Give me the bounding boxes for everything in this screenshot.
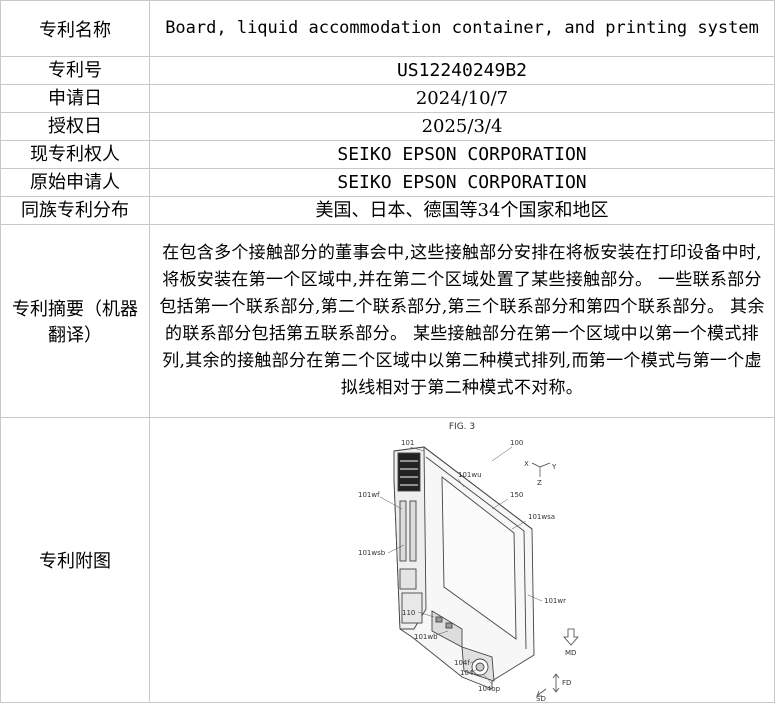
row-application-date: 申请日 2024/10/7 <box>0 84 775 113</box>
value-current-assignee: SEIKO EPSON CORPORATION <box>149 140 775 169</box>
ref-101wr: 101wr <box>544 597 566 605</box>
sd-fd-arrow-icon <box>536 673 560 697</box>
label-patent-number: 专利号 <box>0 56 150 85</box>
figure-title: FIG. 3 <box>449 422 475 432</box>
axis-y-label: Y <box>551 463 557 471</box>
row-patent-name: 专利名称 Board, liquid accommodation contain… <box>0 0 775 57</box>
label-family-distribution: 同族专利分布 <box>0 196 150 225</box>
label-abstract: 专利摘要（机器翻译） <box>0 224 150 418</box>
axis-z-label: Z <box>537 479 542 487</box>
row-patent-number: 专利号 US12240249B2 <box>0 56 775 85</box>
ref-104f: 104f <box>454 659 470 667</box>
md-arrow-icon <box>563 628 579 646</box>
value-patent-name: Board, liquid accommodation container, a… <box>149 0 775 57</box>
value-original-applicant: SEIKO EPSON CORPORATION <box>149 168 775 197</box>
patent-drawing: FIG. 3 <box>358 422 579 701</box>
ref-104: 104 <box>460 669 474 677</box>
ref-101: 101 <box>401 439 414 447</box>
ref-101wb: 101wb <box>414 633 438 641</box>
value-grant-date: 2025/3/4 <box>149 112 775 141</box>
ref-100: 100 <box>510 439 523 447</box>
row-family-distribution: 同族专利分布 美国、日本、德国等34个国家和地区 <box>0 196 775 225</box>
label-current-assignee: 现专利权人 <box>0 140 150 169</box>
value-patent-number: US12240249B2 <box>149 56 775 85</box>
label-sd: SD <box>536 695 546 701</box>
ref-101wsb: 101wsb <box>358 549 386 557</box>
axis-indicator <box>531 462 551 477</box>
value-family-distribution: 美国、日本、德国等34个国家和地区 <box>149 196 775 225</box>
row-current-assignee: 现专利权人 SEIKO EPSON CORPORATION <box>0 140 775 169</box>
ref-150: 150 <box>510 491 523 499</box>
axis-x-label: X <box>524 460 529 468</box>
ref-104op: 104op <box>478 685 501 693</box>
label-figure: 专利附图 <box>0 417 150 703</box>
label-grant-date: 授权日 <box>0 112 150 141</box>
row-abstract: 专利摘要（机器翻译） 在包含多个接触部分的董事会中,这些接触部分安排在将板安装在… <box>0 224 775 418</box>
row-grant-date: 授权日 2025/3/4 <box>0 112 775 141</box>
ref-101wu: 101wu <box>458 471 482 479</box>
ref-101wsa: 101wsa <box>528 513 555 521</box>
figure-cell: FIG. 3 <box>149 417 775 703</box>
label-fd: FD <box>562 679 571 687</box>
value-abstract: 在包含多个接触部分的董事会中,这些接触部分安排在将板安装在打印设备中时,将板安装… <box>149 224 775 418</box>
label-application-date: 申请日 <box>0 84 150 113</box>
reference-labels: 101 100 101wu 150 101wf 101wsa 101wsb 10… <box>358 439 566 693</box>
label-md: MD <box>565 649 576 657</box>
label-patent-name: 专利名称 <box>0 0 150 57</box>
label-panel <box>441 476 517 640</box>
ref-101wf: 101wf <box>358 491 380 499</box>
row-original-applicant: 原始申请人 SEIKO EPSON CORPORATION <box>0 168 775 197</box>
ref-110: 110 <box>402 609 415 617</box>
row-figure: 专利附图 FIG. 3 <box>0 417 775 703</box>
value-application-date: 2024/10/7 <box>149 84 775 113</box>
label-original-applicant: 原始申请人 <box>0 168 150 197</box>
